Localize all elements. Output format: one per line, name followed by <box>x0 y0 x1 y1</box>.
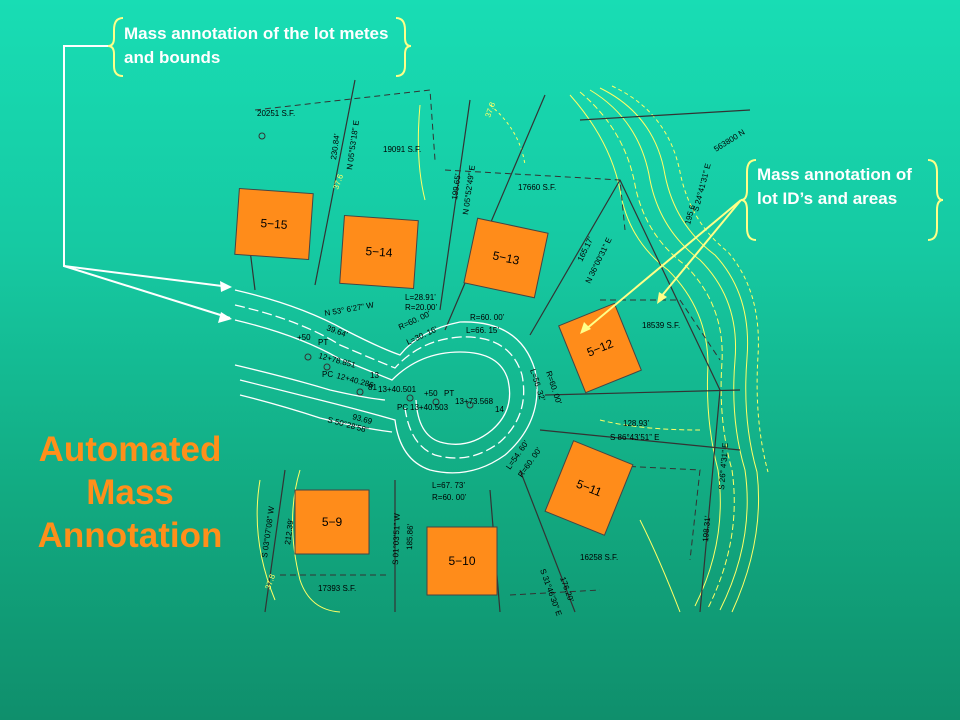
distance-label: 198.31’ <box>701 515 712 542</box>
lot-5-10: 5−10 <box>426 526 498 596</box>
road-centerline-and-edges <box>234 289 538 474</box>
leader-lines-lot-ids <box>584 199 742 331</box>
station-label: +50 <box>424 389 438 398</box>
distance-label: 230.84’ <box>329 133 342 160</box>
station-label: 14 <box>495 405 504 414</box>
station-label: 81 <box>368 383 377 392</box>
arrowhead-lower <box>218 312 232 323</box>
station-label: 13+73.568 <box>455 397 494 406</box>
setback-lines <box>254 89 721 596</box>
bearing-label: S 26° 4’31” E <box>717 442 730 490</box>
bracket-right-right <box>927 159 944 241</box>
arrowhead-upper <box>220 281 232 292</box>
lot-id-label: 5−15 <box>260 216 288 232</box>
lot-5-11: 5−11 <box>544 440 634 536</box>
curve-label: L=28.91’ <box>405 293 436 302</box>
bearing-label: S 86°43’51” E <box>610 433 659 442</box>
callout-metes-bounds: Mass annotation of the lot metes and bou… <box>124 24 389 67</box>
station-label: PT <box>444 389 454 398</box>
lot-5-12: 5−12 <box>558 302 642 394</box>
distance-label: 185.86’ <box>405 523 415 550</box>
bracket-right-top <box>395 17 412 77</box>
lot-5-14: 5−14 <box>339 214 419 290</box>
bearing-label: S 31°46’30” E <box>538 568 563 618</box>
area-label: 18539 S.F. <box>642 321 680 330</box>
area-label: 20251 S.F. <box>257 109 295 118</box>
bearing-label: N 05°53’18” E <box>345 120 361 171</box>
bracket-left-top <box>107 17 124 77</box>
station-label: +50 <box>297 333 311 342</box>
bearing-label: N 53° 6’27” W <box>324 300 375 318</box>
station-label: 13+40.501 <box>378 385 417 394</box>
contour-lines <box>256 85 769 613</box>
curve-label: R=60. 00’ <box>432 493 467 502</box>
lot-lines <box>249 79 751 613</box>
bracket-left-right <box>740 159 757 241</box>
distance-label: 39.64’ <box>325 323 349 339</box>
title-line-3: Annotation <box>37 516 223 555</box>
distance-label: 199.65’ <box>450 173 463 200</box>
area-label: 17393 S.F. <box>318 584 356 593</box>
lot-id-label: 5−9 <box>322 515 343 529</box>
elevation-label: 37.8 <box>263 572 277 590</box>
lot-5-15: 5−15 <box>234 187 314 261</box>
distance-label: 176.20’ <box>558 576 576 604</box>
curve-label: L=30. 16’ <box>405 325 439 347</box>
arrowhead-lot-5-12 <box>580 322 591 334</box>
curve-label: L=56. 32’ <box>528 368 547 403</box>
bearing-label: N 05°52’49” E <box>461 165 477 216</box>
survey-markers <box>258 132 474 409</box>
curve-label: R=20.00’ <box>405 303 437 312</box>
leader-lines-metes-bounds <box>63 45 231 319</box>
bearing-label: S 01°03’51” W <box>391 513 402 565</box>
distance-label: 128.93’ <box>623 419 649 428</box>
distance-label: 165.17’ <box>576 235 596 263</box>
elevation-label: 37.6 <box>331 172 345 190</box>
curve-label: L=66. 15’ <box>466 326 499 335</box>
station-label: PT <box>318 338 328 347</box>
northing-label: 563800 N <box>712 128 746 154</box>
lot-id-label: 5−13 <box>491 248 521 267</box>
lot-id-label: 5−10 <box>448 554 475 568</box>
distance-label: 195.6 <box>683 203 697 225</box>
station-label: PC <box>322 370 333 379</box>
arrowhead-area-18539 <box>657 292 667 304</box>
callout-lot-ids: Mass annotation of lot ID’s and areas <box>757 165 912 208</box>
lot-id-label: 5−14 <box>365 244 393 260</box>
lot-5-13: 5−13 <box>463 217 549 299</box>
station-label: 13 <box>370 371 379 380</box>
station-label: PC <box>397 403 408 412</box>
lot-5-9: 5−9 <box>294 489 370 555</box>
curve-label: R=60. 00’ <box>544 370 563 406</box>
curve-label: R=60. 00’ <box>470 313 505 322</box>
area-label: 19091 S.F. <box>383 145 421 154</box>
title-line-2: Mass <box>86 473 174 512</box>
area-label: 16258 S.F. <box>580 553 618 562</box>
area-label: 17660 S.F. <box>518 183 556 192</box>
bearing-label: S 24°41’31” E <box>691 162 712 212</box>
curve-label: L=67. 73’ <box>432 481 465 490</box>
slide-title: Automated Mass Annotation <box>12 428 248 557</box>
title-line-1: Automated <box>38 430 222 469</box>
station-label: 12+78.851 <box>317 351 357 370</box>
distance-label: 212.39’ <box>283 518 296 545</box>
station-label: 13+40.503 <box>410 403 449 412</box>
